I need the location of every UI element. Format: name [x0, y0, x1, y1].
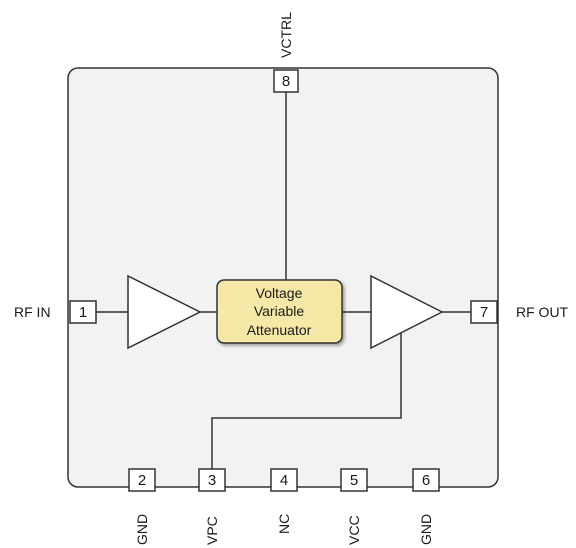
pin-1-number: 1	[79, 304, 87, 321]
pin-4: 4	[270, 468, 298, 492]
pin-8-number: 8	[282, 73, 290, 90]
pin-6: 6	[412, 468, 440, 492]
attenuator-line2: Variable	[254, 303, 305, 319]
attenuator-line1: Voltage	[256, 285, 303, 301]
pin-1: 1	[69, 300, 97, 324]
pin-2-number: 2	[138, 472, 146, 489]
pin-8-label: VCTRL	[278, 12, 294, 58]
pin-8: 8	[273, 69, 299, 93]
pin-3: 3	[198, 468, 226, 492]
output-amplifier-triangle	[370, 274, 444, 350]
attenuator-block	[216, 279, 343, 344]
pin-3-label: VPC	[204, 516, 220, 545]
pin-6-label: GND	[418, 514, 434, 545]
pin-5-number: 5	[350, 472, 358, 489]
pin-7: 7	[470, 300, 498, 324]
pin-4-number: 4	[280, 472, 288, 489]
pin-5-label: VCC	[346, 515, 362, 545]
pin-3-number: 3	[208, 472, 216, 489]
pin-5: 5	[340, 468, 368, 492]
pin-1-label: RF IN	[14, 304, 51, 320]
pin-7-number: 7	[480, 304, 488, 321]
pin-2-label: GND	[134, 514, 150, 545]
attenuator-line3: Attenuator	[247, 322, 312, 338]
pin-7-label: RF OUT	[516, 304, 569, 320]
pin-4-label: NC	[276, 514, 292, 534]
input-amplifier-triangle	[127, 274, 202, 350]
connection-wires	[96, 92, 471, 469]
pin-2: 2	[128, 468, 156, 492]
pin-6-number: 6	[422, 472, 430, 489]
